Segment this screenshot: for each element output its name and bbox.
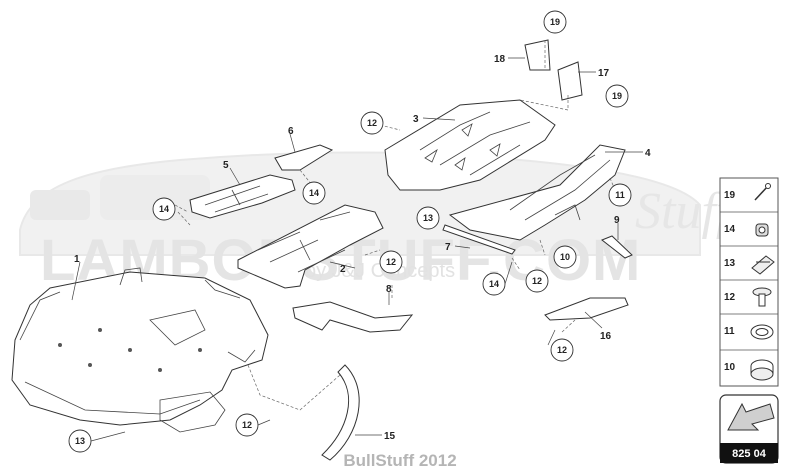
svg-text:12: 12	[724, 292, 736, 303]
callout-12-lower: 12	[235, 413, 259, 437]
svg-text:12: 12	[557, 345, 567, 355]
part-6-plate	[274, 144, 334, 171]
legend-item-19: 19	[724, 183, 771, 201]
svg-text:14: 14	[489, 279, 499, 289]
part-label-7: 7	[445, 242, 451, 253]
callout-13-strip: 13	[416, 206, 440, 230]
callout-12-right: 12	[550, 338, 574, 362]
svg-text:10: 10	[560, 252, 570, 262]
expansion-rivet-icon	[752, 287, 772, 307]
legend-item-12: 12	[724, 287, 772, 307]
watermark-sub: by J&J Concepts	[305, 260, 455, 282]
part-5-small-tray	[189, 174, 296, 219]
diagram-code-badge: 825 04	[719, 394, 779, 464]
part-18-shield	[524, 39, 551, 71]
leader-lines	[71, 57, 643, 436]
plug-icon	[750, 359, 774, 381]
svg-text:10: 10	[724, 362, 736, 373]
svg-text:14: 14	[724, 224, 736, 235]
part-3-center-tray	[384, 99, 556, 191]
callout-19-right: 19	[605, 84, 629, 108]
callout-12-center: 12	[379, 250, 403, 274]
part-1-front-undertray	[11, 267, 269, 433]
callouts: 19 19 12 14 14 13 10 11 12 14 12 12 12 1…	[68, 10, 632, 453]
part-label-8: 8	[386, 284, 392, 295]
legend-item-11: 11	[724, 324, 774, 340]
part-4-right-tray	[448, 144, 626, 241]
part-label-15: 15	[384, 431, 396, 442]
part-label-16: 16	[600, 331, 612, 342]
svg-text:12: 12	[367, 118, 377, 128]
footer-credit: BullStuff 2012	[343, 451, 456, 470]
callout-10: 10	[553, 245, 577, 269]
part-7-strip	[442, 224, 516, 255]
svg-text:12: 12	[242, 420, 252, 430]
part-label-18: 18	[494, 54, 506, 65]
part-label-9: 9	[614, 215, 620, 226]
grommet-icon	[750, 324, 774, 340]
svg-text:11: 11	[615, 190, 625, 200]
part-label-17: 17	[598, 68, 610, 79]
svg-text:14: 14	[309, 188, 319, 198]
callout-19-top: 19	[543, 10, 567, 34]
part-label-6: 6	[288, 126, 294, 137]
part-16-side-bracket	[544, 297, 629, 321]
part-9-small-bracket	[601, 235, 633, 259]
svg-text:11: 11	[724, 326, 735, 337]
callout-14-bottom: 14	[482, 272, 506, 296]
part-8-curved-bracket	[292, 301, 414, 333]
part-label-3: 3	[413, 114, 419, 125]
svg-text:14: 14	[159, 204, 169, 214]
part-label-1: 1	[74, 254, 80, 265]
legend-item-13: 13	[724, 255, 775, 275]
svg-text:13: 13	[75, 436, 85, 446]
part-label-4: 4	[645, 148, 651, 159]
part-number-labels: 1 2 3 4 5 6 7 8 9 15 16 17 18	[74, 54, 651, 442]
clip-icon	[755, 223, 769, 237]
callout-11: 11	[608, 183, 632, 207]
svg-text:12: 12	[532, 276, 542, 286]
legend-item-14: 14	[724, 223, 769, 237]
legend-item-10: 10	[724, 359, 774, 381]
svg-text:19: 19	[612, 91, 622, 101]
part-15-arc-trim	[321, 364, 360, 461]
svg-text:19: 19	[550, 17, 560, 27]
callout-12-tray: 12	[360, 111, 384, 135]
part-label-5: 5	[223, 160, 229, 171]
callout-12-mid: 12	[525, 269, 549, 293]
diagram-code: 825 04	[732, 448, 767, 460]
part-label-2: 2	[340, 264, 346, 275]
svg-text:13: 13	[423, 213, 433, 223]
part-17-shield	[557, 61, 583, 101]
callout-14-plate: 14	[302, 181, 326, 205]
arrow-icon	[727, 402, 775, 431]
spring-nut-icon	[751, 255, 775, 275]
svg-text:13: 13	[724, 258, 736, 269]
svg-text:19: 19	[724, 190, 736, 201]
svg-text:12: 12	[386, 257, 396, 267]
callout-13-left: 13	[68, 429, 92, 453]
callout-14-left: 14	[152, 197, 176, 221]
fastener-legend: 19 14 13 12	[719, 177, 779, 387]
part-2-center-panel	[237, 204, 384, 289]
screw-icon	[754, 183, 771, 201]
